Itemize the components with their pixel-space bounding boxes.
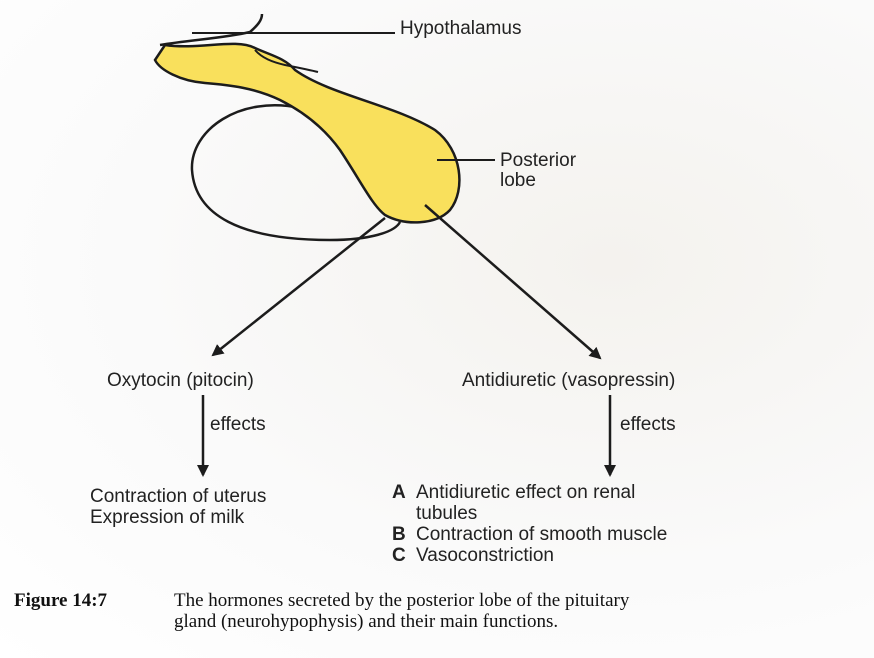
adh-effects-list: A Antidiuretic effect on renal tubules B… xyxy=(392,482,667,566)
caption-line: The hormones secreted by the posterior l… xyxy=(174,590,629,611)
antidiuretic-label: Antidiuretic (vasopressin) xyxy=(462,370,675,391)
caption-text: The hormones secreted by the posterior l… xyxy=(174,590,629,632)
hypothalamus-outline xyxy=(160,14,262,45)
hypothalamus-label: Hypothalamus xyxy=(400,18,521,39)
item-text: Antidiuretic effect on renal tubules xyxy=(416,482,635,524)
figure-caption: Figure 14:7 The hormones secreted by the… xyxy=(14,590,864,632)
item-letter: A xyxy=(392,482,416,503)
adh-effect-item: C Vasoconstriction xyxy=(392,545,667,566)
effects-label-left: effects xyxy=(210,414,266,435)
adh-effect-item: A Antidiuretic effect on renal tubules xyxy=(392,482,667,524)
arrow-to-antidiuretic xyxy=(425,205,600,358)
item-text: Vasoconstriction xyxy=(416,545,554,566)
posterior-label: Posterior xyxy=(500,150,576,171)
oxytocin-effect-item: Contraction of uterus xyxy=(90,486,266,507)
item-text: Contraction of smooth muscle xyxy=(416,524,667,545)
figure-label: Figure 14:7 xyxy=(14,590,174,632)
oxytocin-effect-item: Expression of milk xyxy=(90,507,266,528)
item-letter: C xyxy=(392,545,416,566)
item-letter: B xyxy=(392,524,416,545)
oxytocin-effects-list: Contraction of uterus Expression of milk xyxy=(90,486,266,528)
effects-label-right: effects xyxy=(620,414,676,435)
item-text-line: tubules xyxy=(416,503,635,524)
adh-effect-item: B Contraction of smooth muscle xyxy=(392,524,667,545)
lobe-label: lobe xyxy=(500,170,536,191)
item-text-line: Antidiuretic effect on renal xyxy=(416,482,635,503)
oxytocin-label: Oxytocin (pitocin) xyxy=(107,370,254,391)
caption-line: gland (neurohypophysis) and their main f… xyxy=(174,611,629,632)
